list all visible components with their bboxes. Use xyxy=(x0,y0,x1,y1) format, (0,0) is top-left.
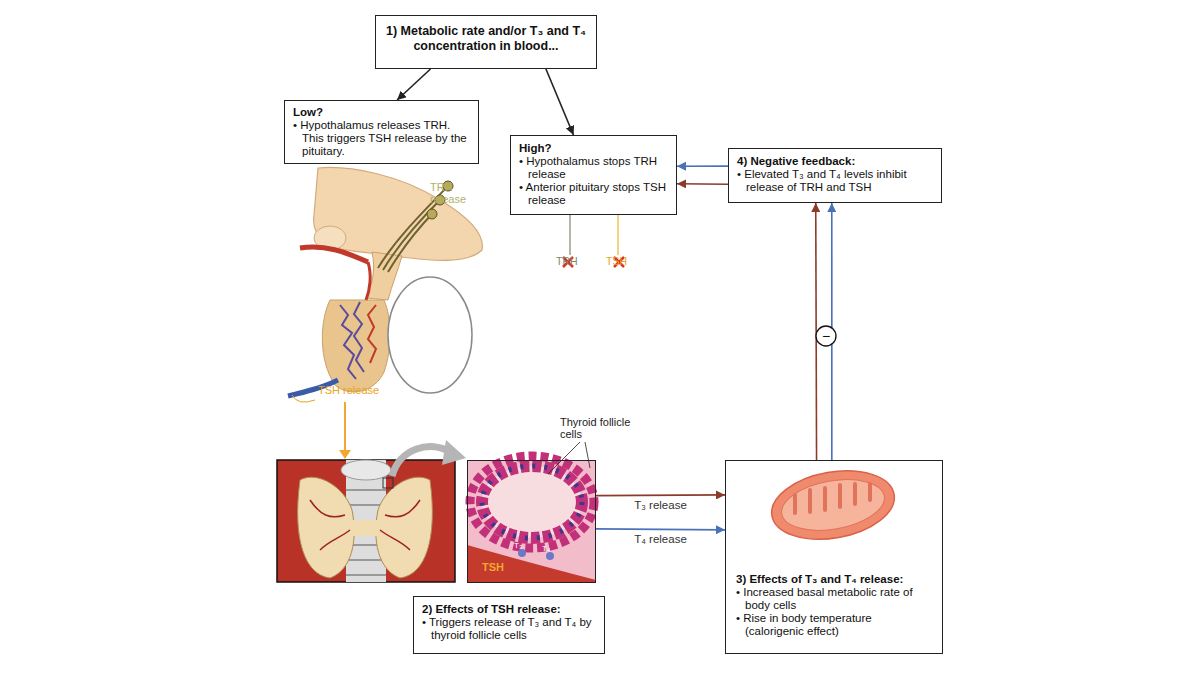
tsh-arrow xyxy=(344,402,346,452)
thyroid-panel xyxy=(277,460,455,582)
node-heading: Low? xyxy=(293,106,470,119)
minus-sign: − xyxy=(822,329,830,344)
node-text: • Hypothalamus stops TRH release xyxy=(519,155,668,181)
hormone-molecule xyxy=(518,549,526,557)
node-heading: High? xyxy=(519,142,668,155)
zoom-box xyxy=(383,478,393,488)
feedback-trh-arrow xyxy=(677,165,728,167)
artery xyxy=(366,262,370,300)
tsh-line xyxy=(617,215,618,255)
feedback-tsh-arrow xyxy=(677,183,728,185)
trachea-ring xyxy=(346,489,386,491)
neuron-axon xyxy=(383,200,440,270)
trh-line xyxy=(569,215,570,255)
low-box: Low?• Hypothalamus releases TRH. This tr… xyxy=(284,100,479,164)
t3-release-arrow xyxy=(596,494,725,496)
outer-cells xyxy=(470,456,594,548)
node-text: TSH xyxy=(482,561,504,574)
zoom-arrow xyxy=(392,447,450,476)
cell-nuclei xyxy=(482,466,582,538)
hormone-effects-box: 3) Effects of T₃ and T₄ release:• Increa… xyxy=(725,460,943,654)
hormone-tag: T₃ xyxy=(514,541,522,550)
hormone-label: TRH release xyxy=(430,181,476,205)
node-heading: 3) Effects of T₃ and T₄ release: xyxy=(736,573,932,586)
node-text: • Increased basal metabolic rate of body… xyxy=(736,586,932,612)
thyroid-lobe xyxy=(376,477,433,578)
neuron-axon xyxy=(388,214,432,272)
leader-line xyxy=(292,395,315,402)
trachea-ring xyxy=(346,574,386,576)
high-arrow xyxy=(546,69,574,135)
anterior-pituitary xyxy=(322,300,390,392)
zoom-arrowhead xyxy=(442,440,466,465)
follicle-background xyxy=(467,460,596,583)
capillary xyxy=(354,302,364,372)
capillary xyxy=(340,305,356,379)
leader-line xyxy=(585,442,590,468)
high-box: High?• Hypothalamus stops TRH release• A… xyxy=(510,135,677,215)
node-text: • Hypothalamus releases TRH. This trigge… xyxy=(293,119,470,158)
callout-label: Thyroid follicle cells xyxy=(560,416,638,440)
node-text: 1) Metabolic rate and/or T₃ and T₄ conce… xyxy=(384,24,588,54)
node-heading: 2) Effects of TSH release: xyxy=(422,603,596,616)
thyroid-vessel xyxy=(310,500,420,550)
stopped-hormone: TRH xyxy=(556,256,578,268)
artery xyxy=(300,247,368,262)
node-text: • Rise in body temperature (calorigenic … xyxy=(736,612,932,638)
thyroid-isthmus xyxy=(348,520,382,536)
t4-release-arrow xyxy=(596,528,725,531)
node-text: • Elevated T₃ and T₄ levels inhibit rele… xyxy=(737,168,933,194)
feedback-box: 4) Negative feedback:• Elevated T₃ and T… xyxy=(728,148,942,203)
neuron-body xyxy=(427,209,437,219)
hormone-molecule xyxy=(546,552,554,560)
edge-label: T₄ release xyxy=(634,533,687,545)
mitochondrion-inner xyxy=(778,472,889,537)
tsh-arrowhead xyxy=(339,450,351,459)
trachea-ring xyxy=(346,559,386,561)
posterior-pituitary xyxy=(388,277,472,393)
node-text: • Triggers release of T₃ and T₄ by thyro… xyxy=(422,616,596,642)
leader-line xyxy=(548,442,580,474)
tsh-effects-box: 2) Effects of TSH release:• Triggers rel… xyxy=(413,596,605,654)
blood-vessel xyxy=(467,545,596,583)
node-heading: 4) Negative feedback: xyxy=(737,155,933,168)
low-arrow xyxy=(397,69,430,100)
follicle-panel: TSH xyxy=(467,460,596,583)
mitochondrion xyxy=(766,462,900,549)
stopped-hormone: TSH xyxy=(606,256,627,268)
hormone-tag: T₄ xyxy=(542,544,550,553)
inhibition-symbol xyxy=(816,326,836,346)
node-text: • Anterior pituitary stops TSH release xyxy=(519,181,668,207)
edge-label: T₃ release xyxy=(634,499,687,511)
cristae xyxy=(795,484,870,513)
thyroid-lobe xyxy=(298,477,355,578)
hormone-label: TSH release xyxy=(318,384,379,396)
cartilage xyxy=(341,460,391,480)
capillary xyxy=(368,305,376,363)
follicle-cells xyxy=(482,466,582,538)
question-box: 1) Metabolic rate and/or T₃ and T₄ conce… xyxy=(375,15,597,69)
